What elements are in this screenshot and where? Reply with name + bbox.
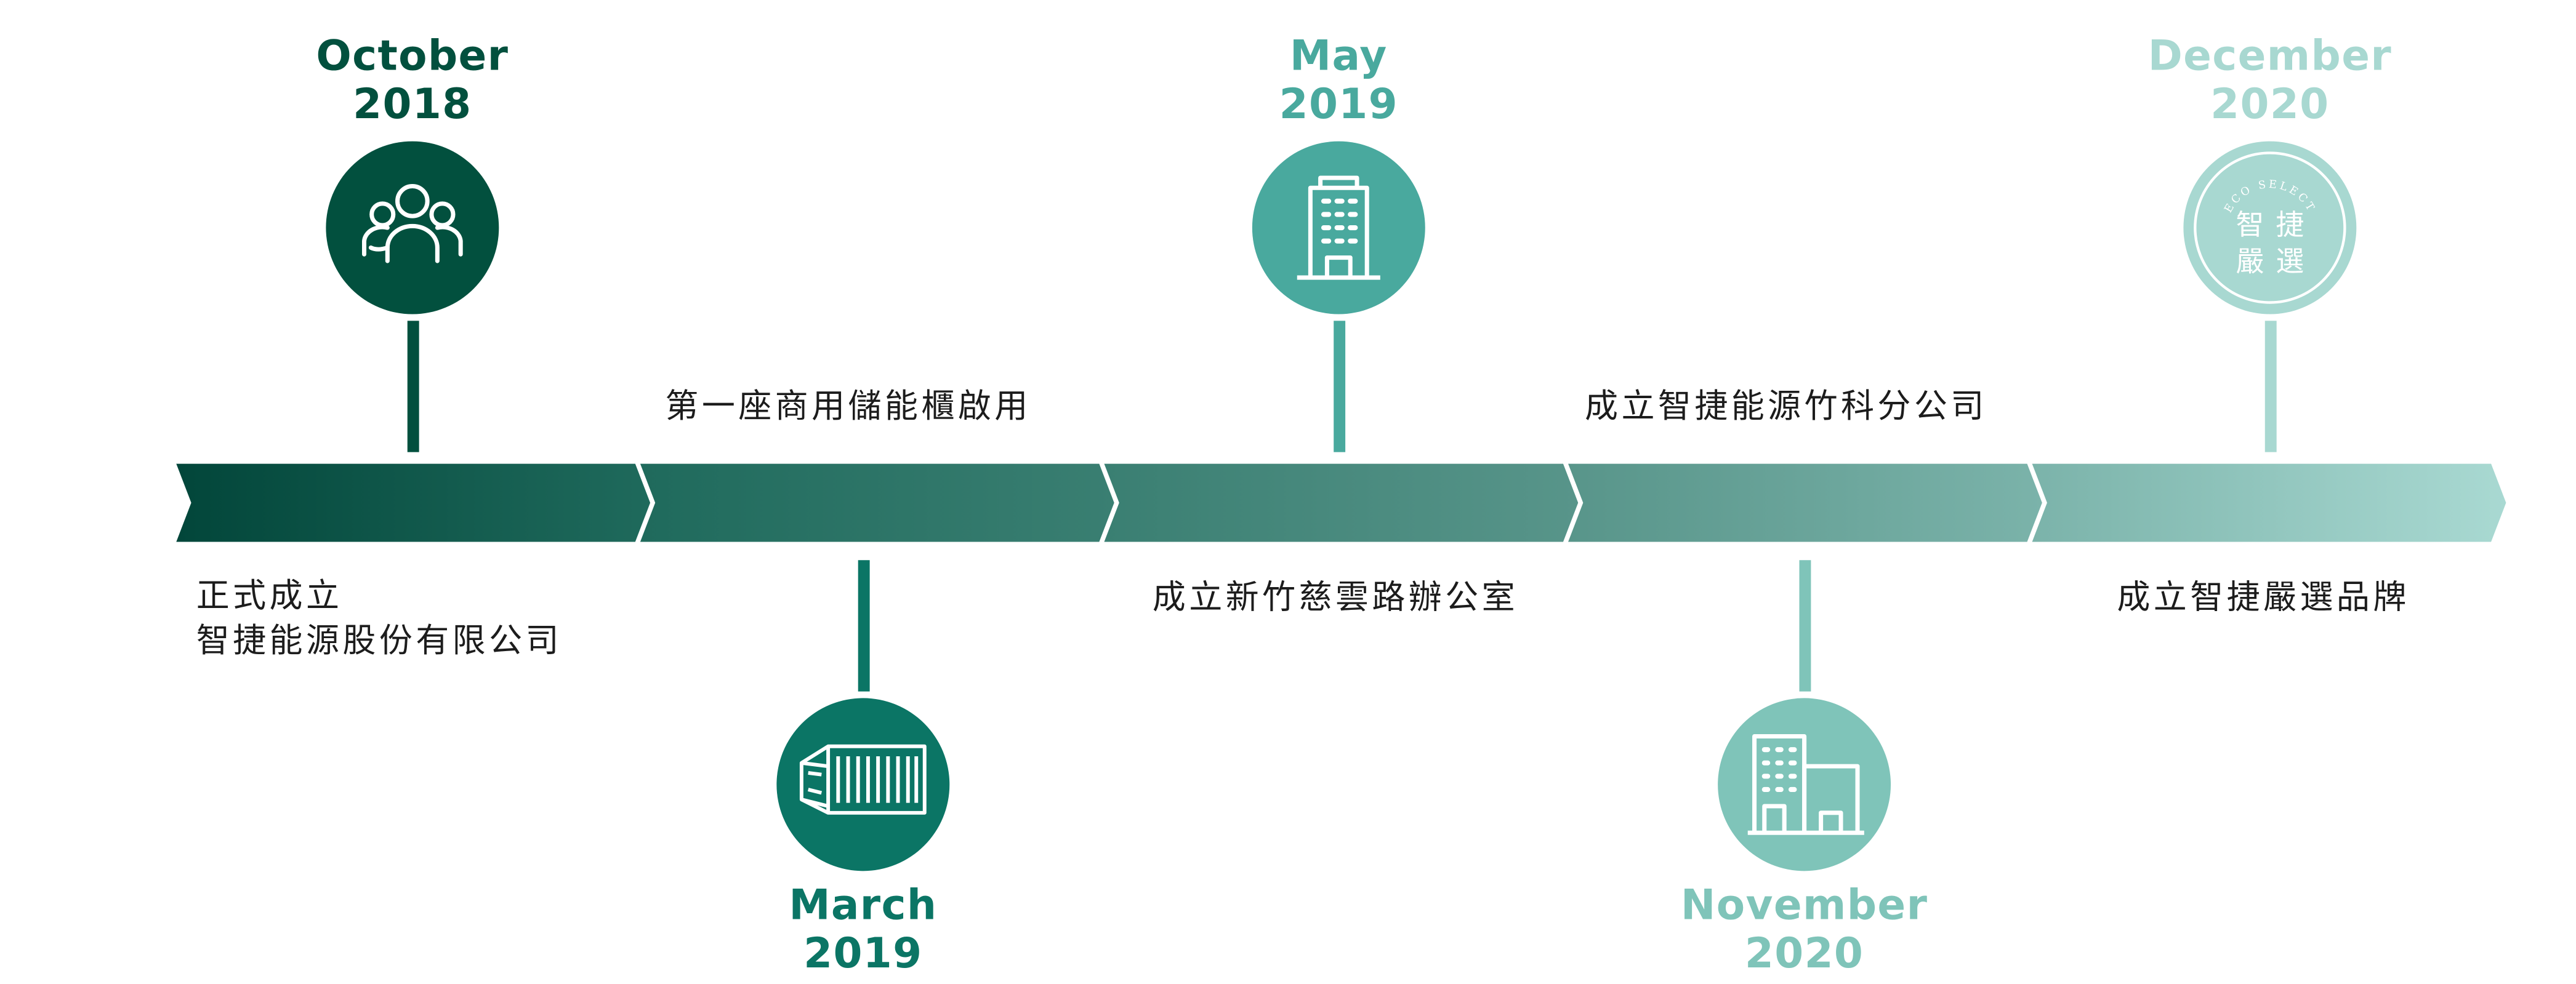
milestone-1-month: October [316, 31, 509, 80]
milestone-5-stem [2264, 321, 2276, 452]
milestone-2-date: March 2019 [680, 881, 1046, 978]
milestone-2-label-line-1: 第一座商用儲能櫃啟用 [665, 385, 1031, 426]
milestone-5-circle: ECO SELECT 智 捷 嚴 選 [2183, 141, 2357, 314]
milestone-1-year: 2018 [353, 79, 472, 128]
milestone-4-date: November 2020 [1621, 881, 1987, 978]
timeline-segment-5 [2032, 463, 2506, 542]
milestone-3-date: May 2019 [1156, 31, 1521, 128]
milestone-4-stem [1798, 560, 1811, 692]
milestone-1-label-line-1: 正式成立 [196, 575, 343, 615]
seal-char-2: 捷 [2276, 208, 2304, 241]
brand-seal-icon: ECO SELECT 智 捷 嚴 選 [2194, 151, 2346, 304]
seal-char-3: 嚴 [2236, 244, 2264, 278]
milestone-4-label: 成立智捷能源竹科分公司 [1585, 384, 1987, 429]
milestone-1-stem [406, 321, 419, 452]
milestone-4-month: November [1680, 881, 1928, 929]
milestone-3-label: 成立新竹慈雲路辦公室 [1153, 575, 1518, 620]
milestone-5-label-line-1: 成立智捷嚴選品牌 [2117, 577, 2410, 617]
city-buildings-icon [1747, 734, 1864, 835]
milestone-1-date: October 2018 [230, 31, 595, 128]
seal-char-1: 智 [2236, 208, 2264, 241]
milestone-1-label: 正式成立 智捷能源股份有限公司 [196, 574, 562, 663]
timeline-segment-1 [176, 463, 651, 542]
milestone-1-label-line-2: 智捷能源股份有限公司 [196, 620, 562, 660]
milestone-1-circle [326, 141, 499, 314]
office-building-icon [1297, 175, 1380, 280]
timeline-segment-2 [640, 463, 1114, 542]
timeline-segment-4 [1568, 463, 2042, 542]
people-group-icon [362, 184, 463, 263]
milestone-3-circle [1252, 141, 1425, 314]
milestone-4-circle [1718, 698, 1891, 871]
milestone-5-label: 成立智捷嚴選品牌 [2117, 575, 2409, 620]
milestone-3-month: May [1289, 31, 1388, 80]
milestone-5-date: December 2020 [2087, 31, 2453, 128]
milestone-5-month: December [2147, 31, 2393, 80]
milestone-3-stem [1332, 321, 1345, 452]
milestone-3-year: 2019 [1279, 79, 1398, 128]
milestone-2-label: 第一座商用儲能櫃啟用 [665, 384, 1031, 429]
seal-char-4: 選 [2276, 244, 2304, 278]
timeline-segment-3 [1104, 463, 1579, 542]
milestone-4-year: 2020 [1744, 929, 1864, 978]
milestone-2-stem [857, 560, 869, 692]
milestone-2-month: March [789, 881, 938, 929]
milestone-2-circle [776, 698, 950, 871]
milestone-5-year: 2020 [2210, 79, 2330, 128]
milestone-4-label-line-1: 成立智捷能源竹科分公司 [1585, 385, 1987, 426]
shipping-container-icon [799, 744, 927, 815]
milestone-3-label-line-1: 成立新竹慈雲路辦公室 [1152, 577, 1519, 617]
milestone-2-year: 2019 [803, 929, 923, 978]
